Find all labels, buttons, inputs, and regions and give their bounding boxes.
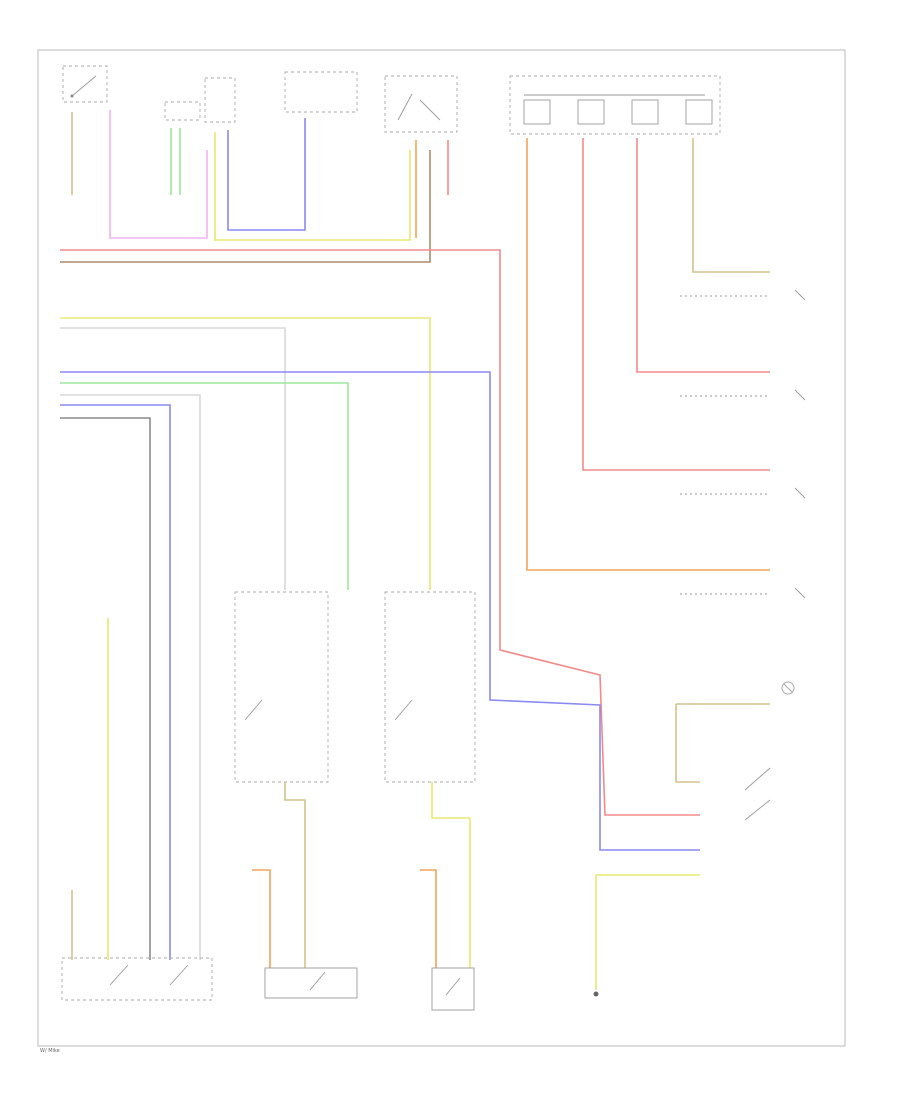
wire-red-fuse2: [582, 138, 770, 471]
bus-red: [60, 249, 700, 816]
wire-yellow-relay2: [431, 782, 471, 968]
lamp-symbol: [781, 681, 795, 695]
bottom-middle-switch: [264, 967, 358, 999]
bus-white: [60, 327, 286, 590]
diagram-frame: [37, 49, 846, 1047]
ground-symbol: [593, 991, 599, 997]
wire-orange-relay2: [420, 869, 437, 968]
bus-brown: [60, 150, 431, 263]
wire-tan-fuse4: [692, 138, 770, 273]
wire-red-fuse3: [636, 138, 770, 373]
wire-orange-relay1: [252, 869, 271, 968]
wire-tan-right-down: [675, 704, 700, 783]
wire-pink: [109, 110, 208, 239]
bus-yellow: [60, 317, 431, 590]
wire-blue-top: [227, 118, 306, 231]
bus-green: [60, 382, 349, 590]
relay-middle-1: [234, 591, 329, 783]
wire-tan-relay1: [284, 782, 306, 968]
switch-right: [744, 767, 771, 821]
top-left-switch: [62, 65, 108, 103]
wire-yellow-top: [214, 132, 411, 241]
bus-blue-2: [60, 404, 171, 960]
bus-gray: [60, 417, 151, 960]
bus-blue: [60, 371, 700, 851]
wire-orange-fuse1: [526, 138, 770, 571]
connector-block-3: [204, 77, 236, 123]
module-block-4: [284, 71, 358, 113]
bus-white-2: [60, 394, 201, 960]
right-connectors: [680, 289, 806, 599]
connector-block-2: [164, 101, 201, 121]
bottom-switch-small: [431, 967, 475, 1011]
relay-top: [384, 75, 458, 133]
relay-middle-2: [384, 591, 476, 783]
footer-code: W/ Mike: [40, 1048, 60, 1054]
bottom-left-switch-assembly: [61, 957, 213, 1001]
fuse-box: [509, 75, 721, 135]
